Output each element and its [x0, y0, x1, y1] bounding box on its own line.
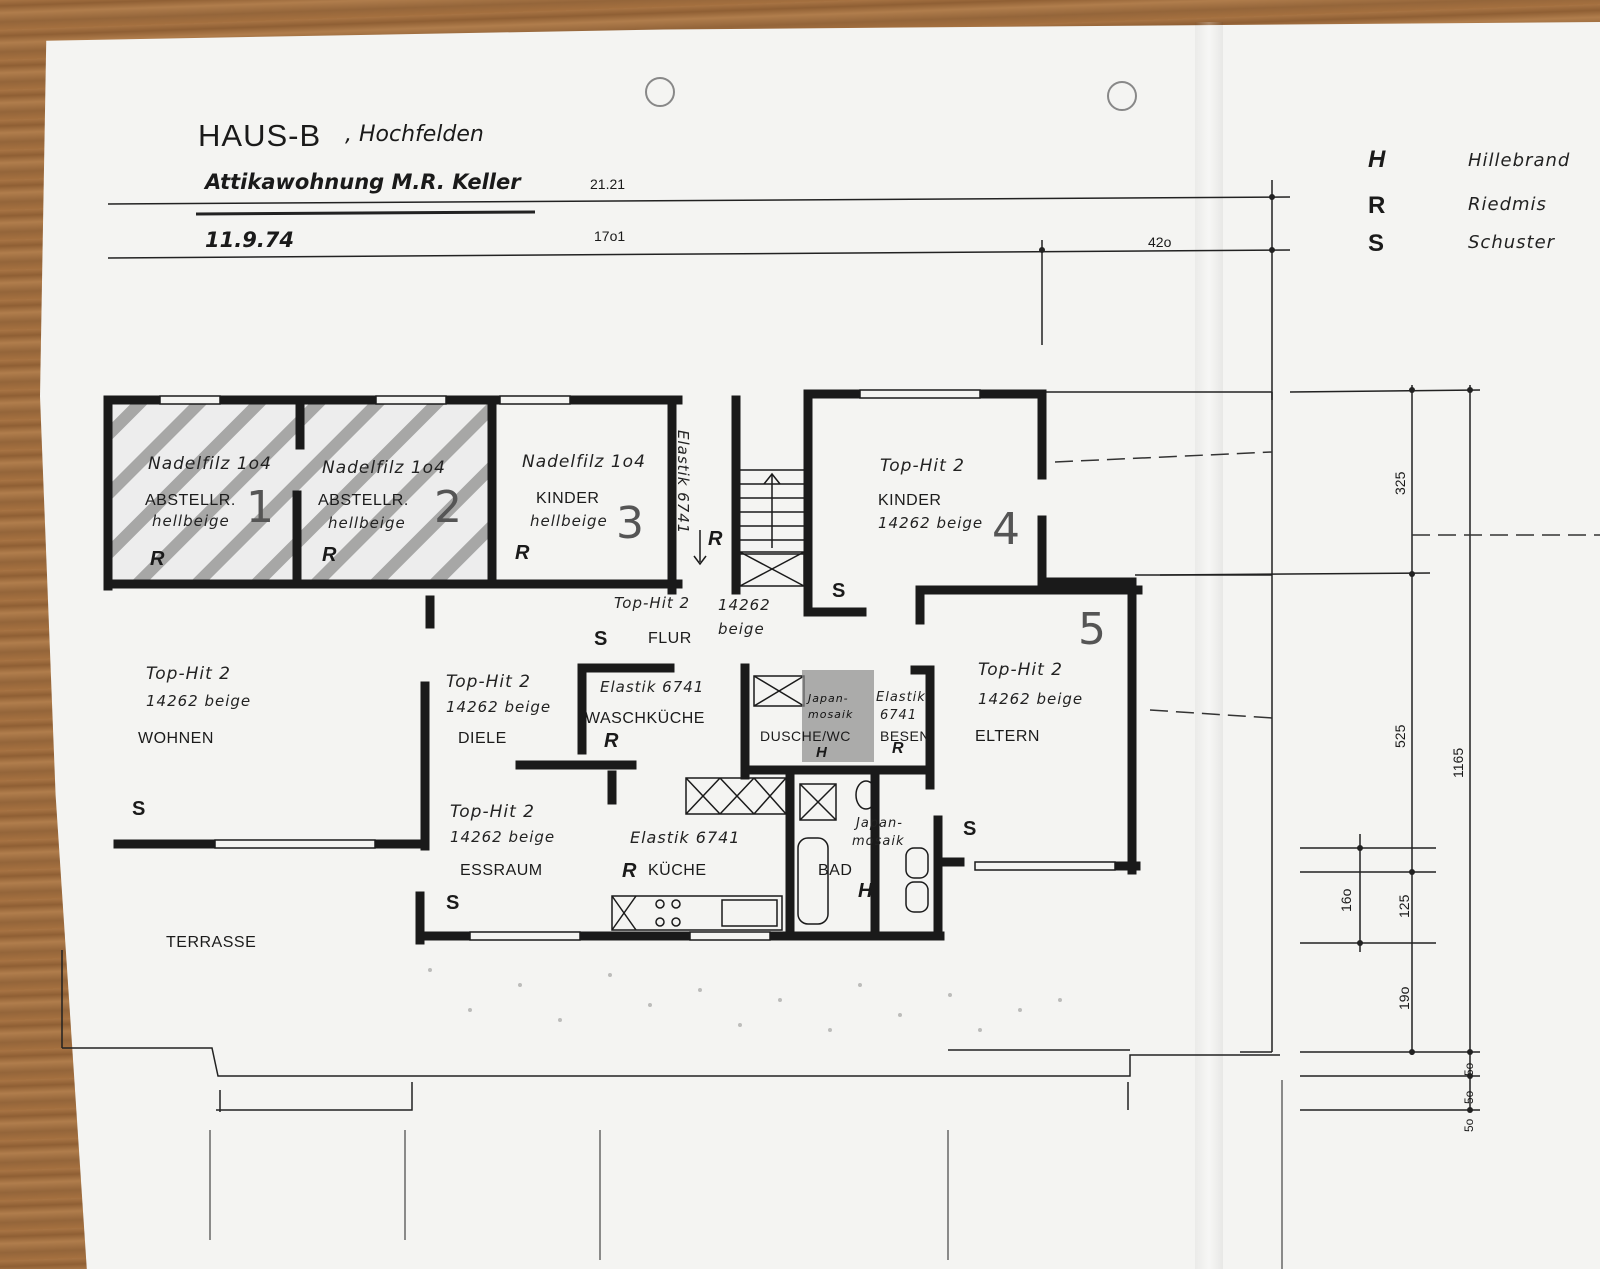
room-label: BAD: [818, 862, 853, 879]
paper-fold: [1195, 22, 1223, 1269]
room-note: Top-Hit 2: [450, 802, 536, 822]
room-note: 14262 beige: [978, 690, 1084, 708]
room-note: hellbeige: [530, 512, 608, 530]
room-note: 14262 beige: [450, 828, 556, 846]
room-mark: S: [446, 892, 460, 914]
dimension-right-9: 5o: [1462, 1118, 1476, 1132]
legend-name-r: Riedmis: [1468, 194, 1547, 215]
legend-key-r: R: [1368, 192, 1386, 219]
dimension-top-2: 17o1: [594, 228, 626, 244]
dimension-right-1: 325: [1392, 471, 1408, 495]
legend-key-s: S: [1368, 230, 1385, 257]
room-label: KÜCHE: [648, 862, 707, 879]
room-label: WOHNEN: [138, 730, 214, 747]
room-note: Japan-: [856, 816, 903, 831]
room-note: 14262: [718, 596, 771, 614]
room-mark: S: [963, 818, 977, 840]
room-label: ESSRAUM: [460, 862, 543, 879]
room-note: Elastik 6741: [600, 678, 705, 696]
dimension-right-6: 19o: [1396, 986, 1412, 1010]
dimension-lines: [107, 180, 1481, 1111]
terrace-outline: [61, 950, 1280, 1112]
room-note: mosaik: [852, 834, 905, 849]
room-mark: R: [322, 544, 337, 566]
legend-key-h: H: [1368, 146, 1386, 173]
room-note: Top-Hit 2: [978, 660, 1064, 680]
room-mark: H: [858, 880, 873, 902]
room-number: 1: [246, 482, 274, 533]
room-label: DIELE: [458, 730, 507, 747]
plan-place: , Hochfelden: [345, 122, 484, 147]
room-label: WASCHKÜCHE: [585, 710, 705, 727]
room-label: KINDER: [536, 490, 600, 507]
room-note: hellbeige: [152, 512, 230, 530]
room-mark: R: [150, 548, 165, 570]
room-note: 14262 beige: [146, 692, 252, 710]
dimension-top-3: 42o: [1148, 234, 1172, 250]
room-note: 14262 beige: [446, 698, 552, 716]
room-number: 2: [434, 482, 462, 533]
room-note: beige: [718, 620, 765, 638]
room-label-terrasse: TERRASSE: [166, 934, 257, 951]
room-note: Top-Hit 2: [146, 664, 232, 684]
windows: [159, 389, 1116, 941]
room-note: hellbeige: [328, 514, 406, 532]
cabinets: [611, 675, 929, 931]
room-note: Nadelfilz 1o4: [322, 458, 446, 478]
room-note: Japan-: [808, 692, 849, 705]
print-speckle: [428, 968, 1062, 1032]
room-label: KINDER: [878, 492, 942, 509]
room-label: ABSTELLR.: [145, 492, 236, 509]
stair-note: Elastik 6741: [674, 430, 692, 535]
grid-lines: [209, 1080, 1283, 1269]
room-note: Elastik 6741: [630, 828, 741, 847]
room-mark: R: [515, 542, 530, 564]
stair-mark: R: [708, 528, 723, 550]
dimension-right-2: 525: [1392, 724, 1408, 748]
room-label: BESEN: [880, 728, 930, 744]
dimension-ticks: [1039, 194, 1473, 1113]
legend-name-s: Schuster: [1468, 232, 1556, 253]
room-number: 4: [992, 504, 1020, 555]
room-note: Top-Hit 2: [614, 594, 691, 612]
room-mark: R: [622, 860, 637, 882]
room-number: 3: [616, 498, 644, 549]
room-note: Top-Hit 2: [880, 456, 966, 476]
plan-date: 11.9.74: [205, 228, 295, 252]
room-label: FLUR: [648, 630, 692, 647]
plan-title: HAUS-B: [198, 118, 322, 153]
room-label: DUSCHE/WC: [760, 728, 851, 744]
room-label: ABSTELLR.: [318, 492, 409, 509]
dimension-right-4: 16o: [1338, 888, 1354, 912]
room-note: 14262 beige: [878, 514, 984, 532]
room-note: Top-Hit 2: [446, 672, 532, 692]
room-note: Elastik: [876, 690, 926, 705]
room-note: 6741: [880, 708, 918, 723]
room-label: ELTERN: [975, 728, 1040, 745]
room-mark: S: [832, 580, 846, 602]
dimension-right-3: 1165: [1450, 747, 1466, 778]
room-note: Nadelfilz 1o4: [522, 452, 646, 472]
plan-subtitle: Attikawohnung M.R. Keller: [205, 170, 521, 194]
room-mark: H: [816, 744, 827, 761]
dimension-right-5: 125: [1396, 894, 1412, 918]
dimension-top-1: 21.21: [590, 176, 626, 192]
room-mark: R: [604, 730, 619, 752]
room-mark: S: [594, 628, 608, 650]
paper-sheet: [40, 22, 1600, 1269]
room-mark: R: [892, 740, 904, 757]
punch-holes: [645, 77, 1137, 111]
shower-shading: [802, 670, 874, 762]
room-note: Nadelfilz 1o4: [148, 454, 272, 474]
dimension-right-7: 5o: [1462, 1062, 1476, 1076]
room-note: mosaik: [808, 708, 854, 721]
stair: [693, 469, 808, 587]
room-mark: S: [132, 798, 146, 820]
room-number: 5: [1078, 604, 1106, 655]
legend-name-h: Hillebrand: [1468, 150, 1571, 171]
dimension-right-8: 5o: [1462, 1090, 1476, 1104]
